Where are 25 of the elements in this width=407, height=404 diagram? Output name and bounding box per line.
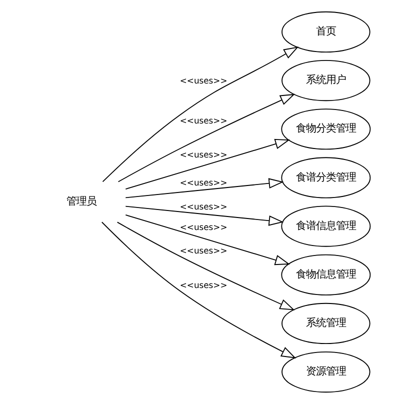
edge-label: <<uses>> bbox=[179, 202, 227, 212]
arrow bbox=[102, 46, 298, 182]
node-text: 管理员 bbox=[66, 196, 96, 208]
edge-label: <<uses>> bbox=[179, 246, 227, 256]
arrow bbox=[100, 222, 296, 358]
node-ellipse: 系统用户 bbox=[281, 60, 370, 102]
node-ellipse: 食物信息管理 bbox=[280, 254, 370, 296]
node-ellipse: 食谱信息管理 bbox=[280, 206, 370, 247]
arrow bbox=[117, 94, 295, 182]
edge-label: <<uses>> bbox=[179, 222, 227, 232]
edge-label: <<uses>> bbox=[179, 280, 227, 290]
node-ellipse: 首页 bbox=[281, 11, 370, 52]
edge-label: <<uses>> bbox=[179, 116, 227, 126]
arrow bbox=[116, 222, 294, 310]
arrow bbox=[124, 206, 284, 226]
arrow bbox=[124, 138, 290, 190]
arrow bbox=[124, 214, 290, 266]
edge-label: <<uses>> bbox=[179, 76, 227, 86]
edge-label: <<uses>> bbox=[179, 177, 227, 188]
node-ellipse: 系统管理 bbox=[281, 302, 370, 344]
node-ellipse: 食物分类管理 bbox=[280, 108, 370, 150]
arrow bbox=[124, 178, 284, 198]
node-ellipse: 食谱分类管理 bbox=[280, 157, 370, 198]
edge-label: <<uses>> bbox=[179, 149, 227, 160]
node-ellipse: 资源管理 bbox=[281, 352, 370, 393]
